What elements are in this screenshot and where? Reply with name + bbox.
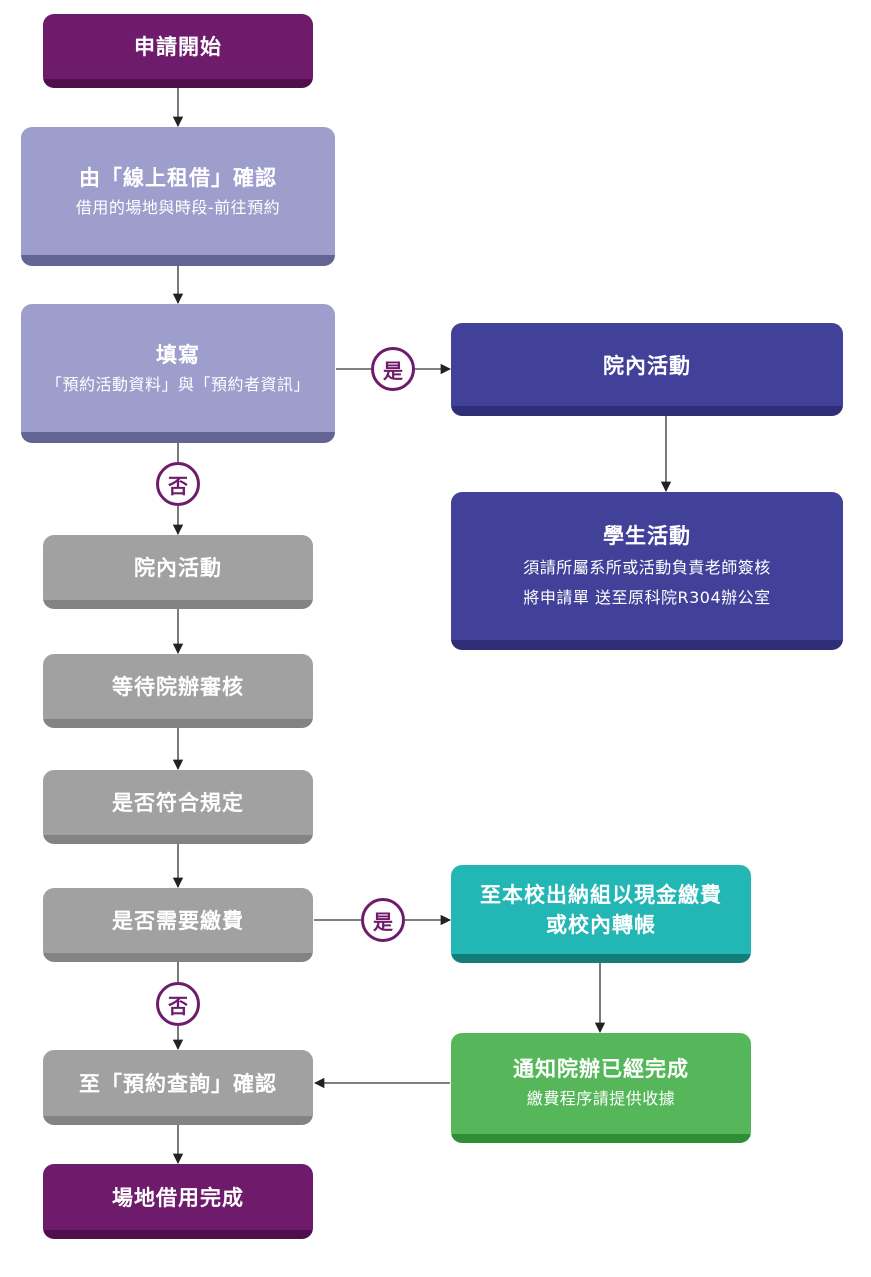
pay-cash-line-2: 或校內轉帳 bbox=[546, 913, 656, 937]
compliance-title: 是否符合規定 bbox=[112, 791, 244, 815]
done-node-title: 場地借用完成 bbox=[112, 1185, 244, 1210]
student-activity-line-2: 將申請單 送至原科院R304辦公室 bbox=[523, 588, 771, 607]
start-node-title: 申請開始 bbox=[134, 35, 222, 59]
pay-cash-line-1: 至本校出納組以現金繳費 bbox=[480, 883, 722, 907]
yes-badge-payment: 是 bbox=[361, 898, 405, 942]
internal-activity-gray-title: 院內活動 bbox=[134, 556, 222, 580]
student-activity-line-1: 須請所屬系所或活動負責老師簽核 bbox=[523, 558, 771, 577]
fill-form-title: 填寫 bbox=[156, 342, 200, 367]
notify-office-title: 通知院辦已經完成 bbox=[513, 1057, 689, 1081]
payment-needed-title: 是否需要繳費 bbox=[112, 909, 244, 933]
confirm-online-title: 由「線上租借」確認 bbox=[79, 165, 277, 190]
student-activity-title: 學生活動 bbox=[603, 524, 691, 548]
no-badge-fill-form: 否 bbox=[156, 462, 200, 506]
confirm-query-title: 至「預約查詢」確認 bbox=[79, 1071, 277, 1096]
await-review-title: 等待院辦審核 bbox=[112, 675, 244, 699]
yes-badge-fill-form: 是 bbox=[371, 347, 415, 391]
no-badge-payment: 否 bbox=[156, 982, 200, 1026]
done-node: 場地借用完成 bbox=[43, 1164, 313, 1253]
confirm-online-subtitle: 借用的場地與時段-前往預約 bbox=[75, 197, 281, 217]
fill-form-subtitle: 「預約活動資料」與「預約者資訊」 bbox=[45, 374, 310, 394]
notify-office-subtitle: 繳費程序請提供收據 bbox=[526, 1089, 676, 1108]
internal-activity-title: 院內活動 bbox=[603, 353, 691, 378]
